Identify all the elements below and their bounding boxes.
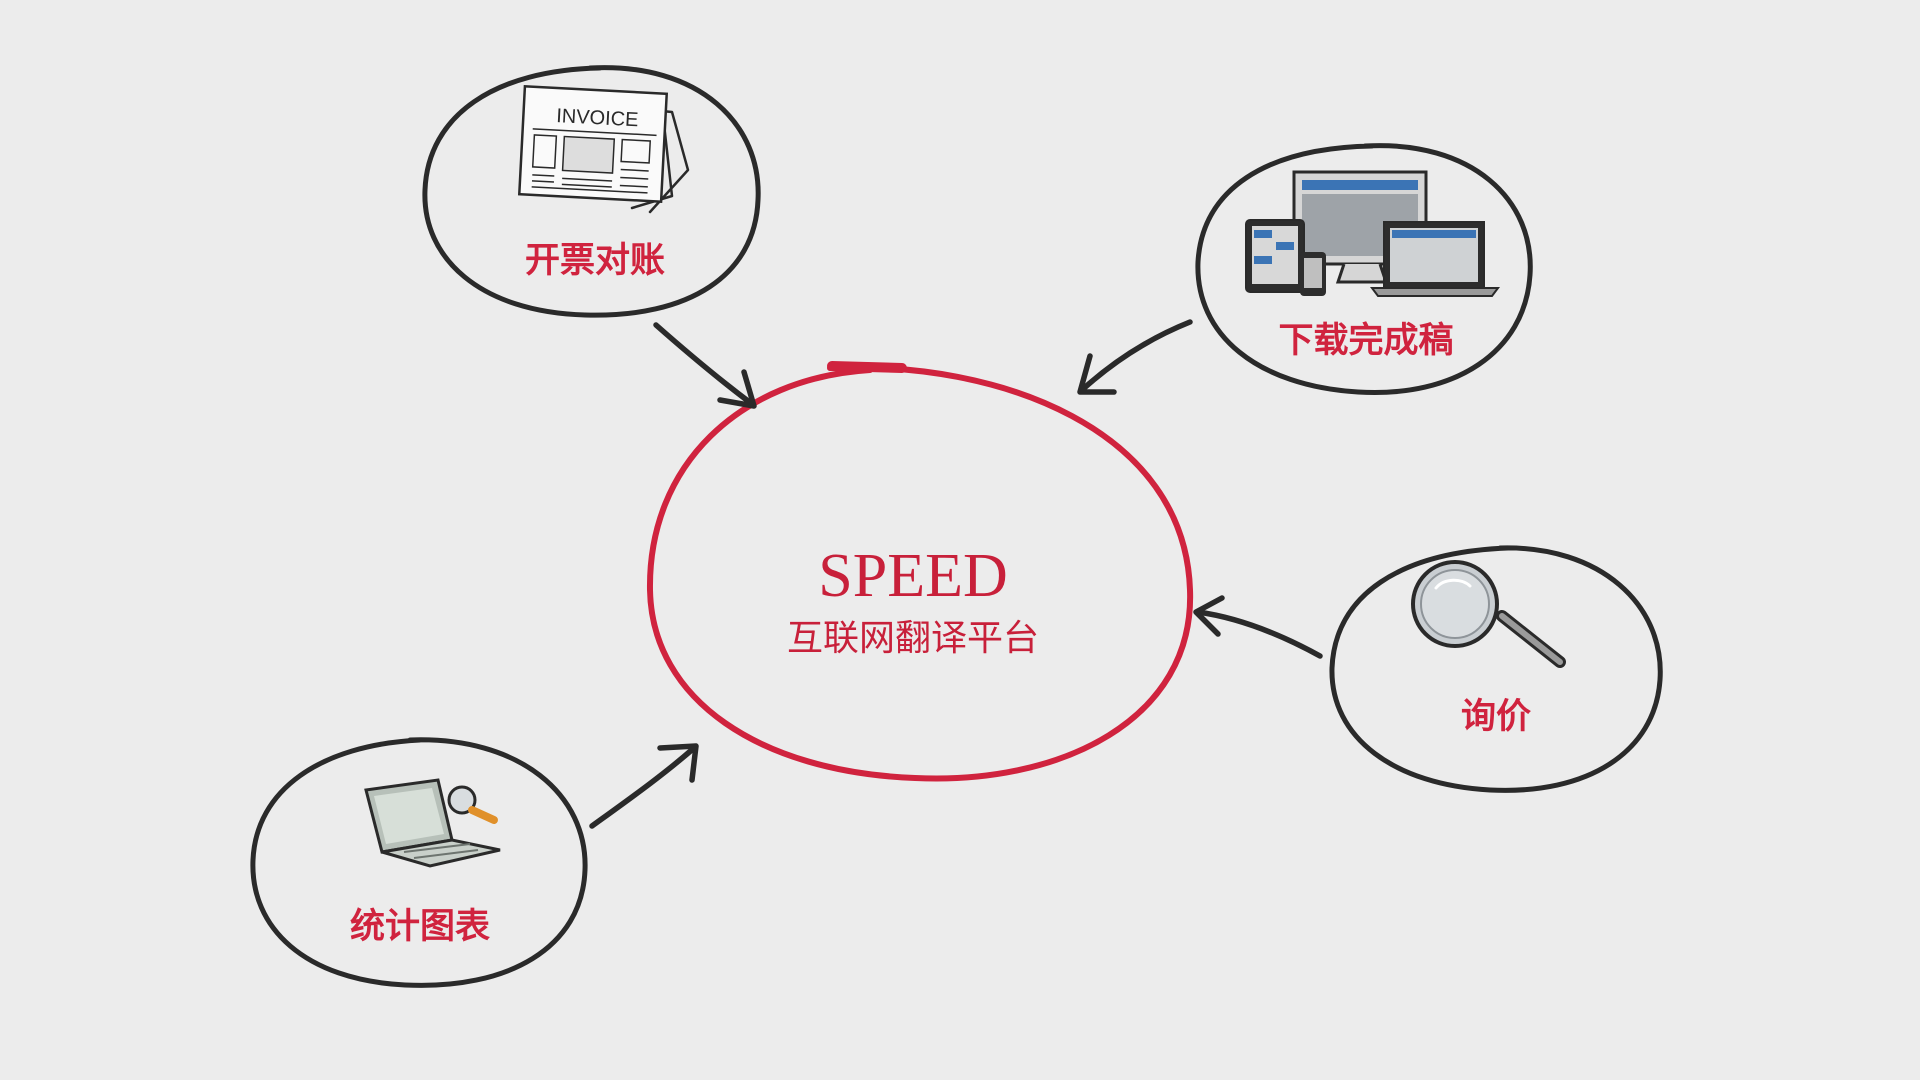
center-circle-stroke-start: [827, 361, 907, 373]
node-stats-circle: [250, 737, 588, 988]
node-quote-label: 询价: [1461, 697, 1531, 737]
node-download: 下载完成稿: [1195, 143, 1533, 396]
node-stats: 统计图表: [250, 737, 588, 988]
arrow-stats-to-center: [589, 743, 699, 829]
node-invoice: INVOICE 开票对账: [422, 65, 761, 318]
node-invoice-label: 开票对账: [525, 241, 665, 281]
center-subtitle: 互联网翻译平台: [787, 618, 1039, 659]
arrow-download-to-center: [1077, 319, 1193, 395]
magnifying-glass-icon: [1411, 560, 1566, 668]
arrow-invoice-to-center: [653, 322, 757, 409]
node-quote-circle: [1329, 545, 1663, 793]
center-title: SPEED: [818, 542, 1007, 610]
devices-icon: [1245, 170, 1500, 297]
node-stats-label: 统计图表: [350, 907, 490, 947]
arrow-quote-to-center: [1193, 595, 1323, 659]
node-download-label: 下载完成稿: [1278, 320, 1453, 361]
node-download-circle: [1195, 143, 1533, 396]
node-quote: 询价: [1329, 545, 1663, 793]
center-node: SPEED 互联网翻译平台: [646, 361, 1194, 782]
invoice-icon-heading: INVOICE: [556, 105, 639, 131]
node-invoice-circle: [422, 65, 761, 318]
center-circle: [646, 364, 1194, 782]
laptop-search-icon: [364, 778, 501, 868]
invoice-newspaper-icon: INVOICE: [517, 85, 690, 214]
